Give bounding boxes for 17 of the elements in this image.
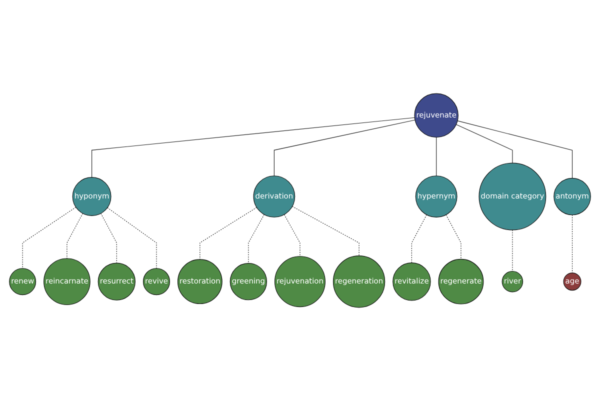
connector [66, 212, 84, 258]
connector [107, 206, 157, 268]
connector [284, 214, 300, 256]
connector [92, 116, 415, 178]
connector [292, 206, 360, 256]
connector [436, 136, 437, 176]
connector [456, 124, 513, 163]
connector [248, 214, 264, 264]
connector [457, 120, 573, 178]
connector [274, 119, 416, 176]
connector [100, 212, 117, 263]
connector [446, 214, 462, 259]
connector [512, 229, 513, 272]
connector [411, 214, 427, 263]
connector [200, 206, 257, 260]
connector [22, 206, 76, 268]
connector [572, 214, 573, 273]
